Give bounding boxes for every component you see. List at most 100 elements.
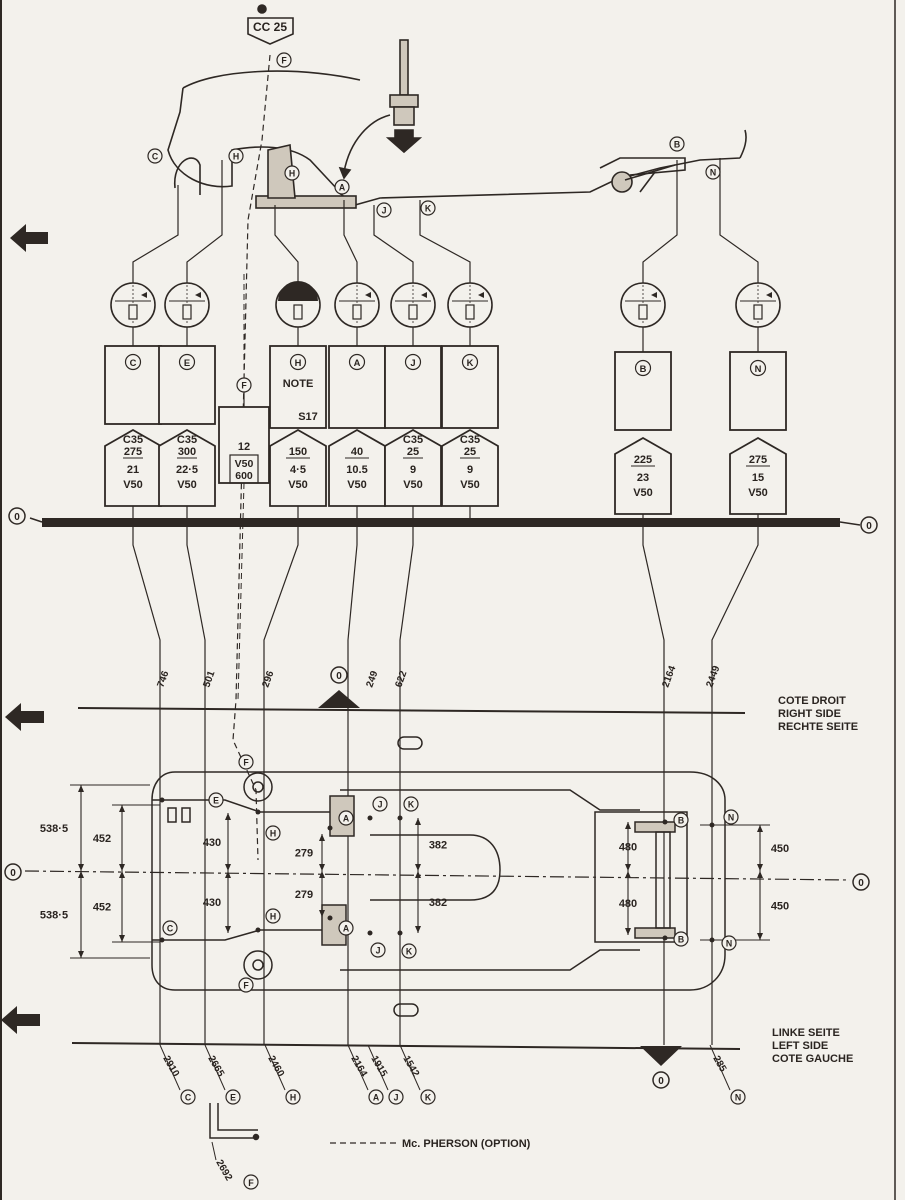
side-view-point-4-ring	[334, 179, 350, 195]
side-view-point-3-ring	[284, 165, 300, 181]
rear-crossmember-upper	[634, 821, 676, 833]
center-zero-right	[852, 873, 870, 891]
exhaust-pipe-lower	[393, 1003, 419, 1017]
right-side-arrow-icon	[5, 703, 44, 731]
plan-dot-1	[159, 937, 165, 943]
width-rear-inner-bottom-value: 480	[619, 898, 637, 910]
center-zero-right-label: 0	[858, 878, 864, 889]
upper-dim-value-0: 746	[155, 669, 171, 689]
lower-dim-letter-6-letter: N	[735, 1093, 741, 1103]
plan-point-15-letter: N	[726, 939, 732, 949]
lower-dim-0: 2910	[160, 1054, 181, 1079]
width-rail-bottom-value: 452	[93, 902, 111, 914]
plan-point-4-letter: H	[270, 829, 276, 839]
upper-dim-0: 746	[155, 669, 171, 689]
width-outer-bottom-value: 538·5	[40, 910, 68, 922]
left-side-label-en: LEFT SIDE	[772, 1040, 828, 1052]
plan-point-5-letter: H	[270, 912, 276, 922]
lower-dim-letter-4-letter: J	[394, 1093, 399, 1103]
front-wheel-upper-hub	[252, 781, 264, 793]
plan-point-5-ring	[265, 908, 281, 924]
leader-top-6	[419, 200, 471, 283]
point-box-letter-b-letter: B	[640, 364, 647, 374]
point-box-f	[218, 406, 270, 484]
point-tag-e	[158, 428, 216, 507]
lower-dim-5: 1542	[400, 1054, 421, 1079]
gauge-j	[390, 282, 436, 328]
lower-dim-letter-3-ring	[368, 1089, 384, 1105]
width-inner-top-value: 430	[203, 837, 221, 849]
point-n-tag-2: V50	[748, 487, 768, 499]
lower-dim-2: 2460	[265, 1054, 286, 1079]
point-box-letter-h-letter: H	[295, 358, 302, 368]
point-box-letter-n-ring	[749, 359, 767, 377]
side-view-point-0-letter: C	[152, 152, 159, 162]
side-view-point-7-letter: B	[674, 140, 680, 150]
point-h-tag-2: V50	[288, 479, 308, 491]
point-tag-b	[614, 436, 672, 515]
plan-point-2-ring	[238, 754, 254, 770]
datum-zero-right-label: 0	[866, 521, 872, 532]
lower-dim-value-5: 1542	[400, 1054, 421, 1079]
floor-line	[337, 129, 747, 206]
datum-leader-3	[347, 527, 358, 1045]
point-k-tag-0: C35	[460, 434, 480, 446]
left-side-label-fr: COTE GAUCHE	[772, 1053, 853, 1065]
plan-point-7-ring	[338, 920, 354, 936]
side-view-point-4-letter: A	[339, 183, 346, 193]
side-view-point-3-letter: H	[289, 169, 295, 179]
point-f-tag-0: 12	[238, 441, 250, 453]
top-tag-label: CC 25	[253, 20, 287, 34]
front-stub-1	[167, 807, 177, 823]
plan-point-1-ring	[162, 920, 178, 936]
plan-point-3-letter: F	[243, 981, 249, 991]
point-tag-n	[729, 436, 787, 515]
front-wheel-lower-hub	[252, 959, 264, 971]
wheel-arch	[174, 157, 201, 195]
point-k-tag-2: 9	[467, 464, 473, 476]
plan-dot-2	[255, 809, 261, 815]
plan-point-10-letter: K	[408, 800, 415, 810]
rear-axle	[655, 831, 671, 929]
plan-dot-0	[159, 797, 165, 803]
lower-dim-letter-1-letter: E	[230, 1093, 236, 1103]
upper-dim-value-1: 501	[201, 669, 217, 689]
front-rail-lower	[152, 929, 340, 941]
plan-point-12-ring	[673, 812, 689, 828]
plan-point-0-ring	[208, 792, 224, 808]
lower-leader-1	[204, 1044, 226, 1091]
plan-point-8-ring	[372, 796, 388, 812]
lower-dim-letter-5-ring	[420, 1089, 436, 1105]
point-c-tag-3: V50	[123, 479, 143, 491]
width-jk-bottom-value: 382	[429, 897, 447, 909]
point-tag-k	[441, 428, 499, 507]
jack-icon	[338, 39, 423, 180]
rear-shock-mount	[611, 171, 633, 193]
point-a-tag-2: V50	[347, 479, 367, 491]
point-n-tag-1: 15	[752, 472, 764, 484]
point-tag-j	[384, 428, 442, 507]
plan-point-2-letter: F	[243, 758, 249, 768]
plan-point-8-letter: J	[378, 800, 383, 810]
point-f-tag-1: V50	[235, 458, 254, 470]
side-view-point-8-letter: N	[710, 168, 716, 178]
lower-leader-4	[367, 1044, 389, 1091]
point-c-tag-2: 21	[127, 464, 139, 476]
cc25-tag	[247, 17, 294, 45]
side-view-point-0-ring	[147, 148, 163, 164]
lower-dim-3: 2164	[348, 1054, 369, 1079]
plan-dot-6	[367, 815, 373, 821]
gauge-c	[110, 282, 156, 328]
right-zero-label: 0	[336, 671, 342, 682]
width-jk-top-value: 382	[429, 840, 447, 852]
point-j-tag-1: 25	[407, 446, 419, 458]
upper-dim-6: 2449	[704, 664, 722, 689]
right-side-reference: 0 COTE DROIT RIGHT SIDE RECHTE SEITE	[77, 666, 858, 733]
mcpherson-detail	[209, 1103, 260, 1161]
side-view-point-5-ring	[376, 202, 392, 218]
side-view-point-6-ring	[420, 200, 436, 216]
right-side-label-en: RIGHT SIDE	[778, 708, 841, 720]
leader-top-7	[642, 160, 678, 283]
leader-top-8	[719, 158, 759, 283]
